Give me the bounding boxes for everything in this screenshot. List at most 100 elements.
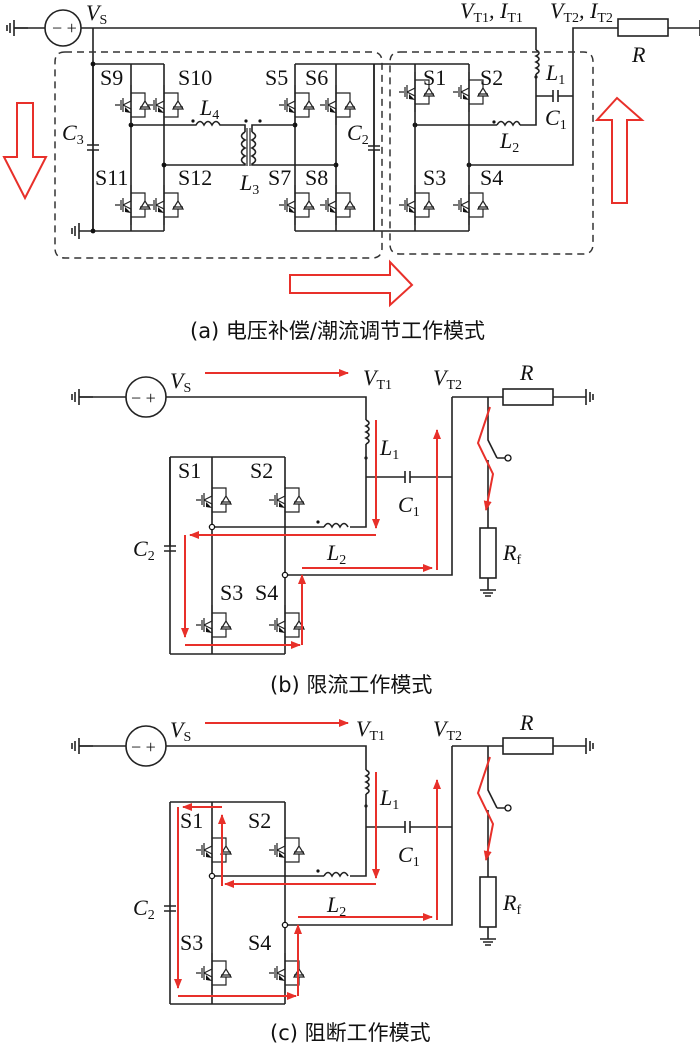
igbt-s4-icon xyxy=(268,604,305,646)
label-s2: S2 xyxy=(480,65,503,90)
igbt-s3-icon xyxy=(398,184,435,226)
ground-icon xyxy=(685,19,700,37)
label-vs: VS xyxy=(170,368,191,396)
label-l3: L3 xyxy=(239,170,259,198)
label-vs: VS xyxy=(86,0,107,28)
label-s1: S1 xyxy=(180,808,203,833)
label-r: R xyxy=(631,42,646,67)
igbt-s9-icon xyxy=(114,84,151,126)
label-s9: S9 xyxy=(100,65,123,90)
igbt-s3-icon xyxy=(195,604,232,646)
label-s7: S7 xyxy=(268,165,291,190)
capacitor-c3-icon xyxy=(87,64,99,231)
capacitor-c2-icon xyxy=(164,457,176,552)
load-resistor-icon xyxy=(502,737,554,755)
label-s2: S2 xyxy=(250,458,273,483)
svg-text:− +: − + xyxy=(131,737,156,757)
label-l2: L2 xyxy=(326,892,346,920)
inductor-l1-icon xyxy=(534,49,540,75)
label-vt2: VT2 xyxy=(433,365,462,393)
label-l2: L2 xyxy=(499,128,519,156)
panel-a: − + VS VT1, IT1 VT2, IT2 R L1 C1 L2 S xyxy=(2,0,700,343)
igbt-s4-icon xyxy=(452,184,489,226)
panel-c: − + VS VT1 VT2 L1 C1 L2 R Rf C2 xyxy=(71,710,594,1045)
ground-icon xyxy=(571,737,594,755)
label-s8: S8 xyxy=(305,165,328,190)
label-s5: S5 xyxy=(265,65,288,90)
label-c2: C2 xyxy=(133,536,155,564)
label-s10: S10 xyxy=(178,65,212,90)
label-s6: S6 xyxy=(305,65,328,90)
label-s11: S11 xyxy=(95,165,128,190)
label-s1: S1 xyxy=(178,458,201,483)
label-vt2: VT2 xyxy=(433,716,462,744)
igbt-s12-icon xyxy=(147,184,184,226)
label-c2: C2 xyxy=(133,895,155,923)
arrow-right-icon xyxy=(289,259,414,308)
ground-icon xyxy=(479,577,497,597)
svg-text:− +: − + xyxy=(52,18,77,38)
igbt-s2-icon xyxy=(268,479,305,521)
label-s4: S4 xyxy=(248,930,271,955)
igbt-s8-icon xyxy=(319,184,356,226)
ground-icon xyxy=(71,222,94,240)
label-vt1: VT1 xyxy=(363,365,392,393)
capacitor-c2-icon xyxy=(368,64,380,231)
label-s2: S2 xyxy=(248,808,271,833)
caption-a: (a) 电压补偿/潮流调节工作模式 xyxy=(190,319,485,343)
label-vs: VS xyxy=(170,717,191,745)
load-resistor-icon xyxy=(502,388,554,406)
capacitor-c2-icon xyxy=(164,905,176,912)
label-l1: L1 xyxy=(379,785,399,813)
label-vt2-it2: VT2, IT2 xyxy=(550,0,613,26)
label-vt1-it1: VT1, IT1 xyxy=(460,0,523,26)
label-l1: L1 xyxy=(379,435,399,463)
fault-switch-icon xyxy=(504,804,512,812)
caption-b: (b) 限流工作模式 xyxy=(270,673,432,697)
ground-icon xyxy=(571,388,594,406)
fault-switch-icon xyxy=(504,454,512,462)
dashed-box-left xyxy=(54,51,383,259)
label-c1: C1 xyxy=(545,105,567,133)
label-s3: S3 xyxy=(220,580,243,605)
capacitor-c1-icon xyxy=(366,821,452,833)
svg-text:− +: − + xyxy=(131,388,156,408)
igbt-s7-icon xyxy=(278,184,315,226)
fault-resistor-icon xyxy=(479,876,497,928)
arrow-up-icon xyxy=(594,96,645,204)
arrow-down-icon xyxy=(2,102,48,201)
igbt-s6-icon xyxy=(319,84,356,126)
label-c2: C2 xyxy=(347,120,369,148)
label-s3: S3 xyxy=(180,930,203,955)
label-l4: L4 xyxy=(199,95,219,123)
label-r: R xyxy=(519,710,534,735)
label-s4: S4 xyxy=(480,165,503,190)
label-c1: C1 xyxy=(398,842,420,870)
igbt-s2-icon xyxy=(268,829,305,871)
label-s4: S4 xyxy=(255,580,278,605)
inductor-l2-icon xyxy=(496,120,521,127)
label-c1: C1 xyxy=(398,492,420,520)
label-vt1: VT1 xyxy=(356,716,385,744)
label-c3: C3 xyxy=(62,120,84,148)
igbt-s3-icon xyxy=(195,952,232,994)
label-s12: S12 xyxy=(178,165,212,190)
label-s3: S3 xyxy=(423,165,446,190)
transformer-l3-icon xyxy=(164,131,247,166)
label-s1: S1 xyxy=(423,65,446,90)
label-l1: L1 xyxy=(545,60,565,88)
igbt-s10-icon xyxy=(147,84,184,126)
label-rf: Rf xyxy=(502,890,521,918)
igbt-s1-icon xyxy=(195,479,232,521)
fault-resistor-icon xyxy=(479,527,497,579)
label-l2: L2 xyxy=(326,540,346,568)
panel-b: − + VS VT1 VT2 L1 C1 L2 R Rf C2 xyxy=(71,360,594,697)
igbt-s1-icon xyxy=(195,829,232,871)
capacitor-c1-icon xyxy=(536,90,573,102)
igbt-s5-icon xyxy=(278,84,315,126)
ground-icon xyxy=(479,926,497,946)
label-rf: Rf xyxy=(502,540,521,568)
load-resistor-icon xyxy=(617,18,669,37)
dashed-box-right xyxy=(389,51,594,255)
